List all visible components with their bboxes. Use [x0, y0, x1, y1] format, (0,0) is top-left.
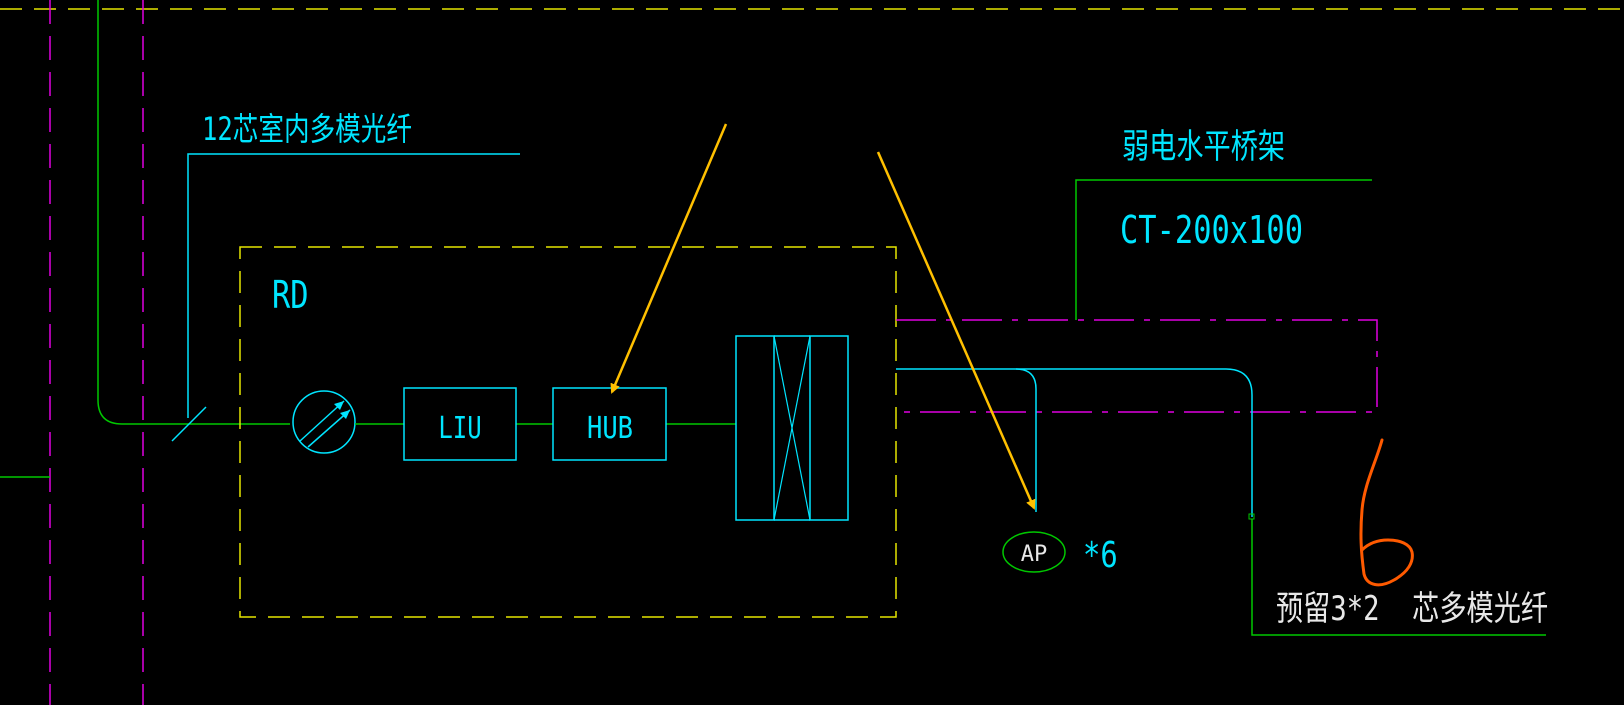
media-converter-circle: [292, 390, 356, 454]
tray-title-label: 弱电水平桥架: [1122, 127, 1285, 167]
rd-label: RD: [272, 274, 309, 318]
hub-label: HUB: [587, 410, 633, 446]
media-converter-arrowhead-1: [334, 401, 344, 410]
patch-panel-cross-2: [773, 335, 811, 521]
liu-label: LIU: [438, 411, 481, 445]
ap-count-label: *6: [1083, 534, 1118, 576]
ap-symbol: [1002, 531, 1066, 573]
hub-box: [552, 387, 667, 461]
ap-label: AP: [1021, 542, 1048, 567]
tray-size-label: CT-200x100: [1120, 209, 1303, 253]
fiber-12-label: 12芯室内多模光纤: [202, 110, 412, 148]
handwritten-six-annotation: [1359, 438, 1414, 587]
tick-slash: [171, 406, 207, 442]
media-converter-arrow-1: [299, 400, 345, 442]
left-green-riser: [97, 0, 290, 425]
cable-tray-outline: [896, 319, 1378, 413]
annotation-arrow-to-ap: [876, 151, 1036, 510]
cable-run-to-reserve: [1016, 368, 1253, 517]
media-converter-arrowhead-2: [340, 410, 350, 419]
liu-box: [403, 387, 517, 461]
cable-run-to-ap: [896, 368, 1037, 512]
fiber-leader-line: [187, 153, 520, 418]
rd-enclosure: [239, 246, 897, 618]
annotation-arrow-to-hub: [610, 123, 728, 394]
reserve-fiber-label: 预留3*2 芯多模光纤: [1276, 589, 1548, 629]
media-converter-arrow-2: [307, 409, 351, 448]
patch-panel-left: [735, 335, 775, 521]
patch-panel-right: [809, 335, 849, 521]
reserve-fiber-line: [1251, 519, 1546, 636]
tray-leader-line: [1075, 179, 1372, 320]
